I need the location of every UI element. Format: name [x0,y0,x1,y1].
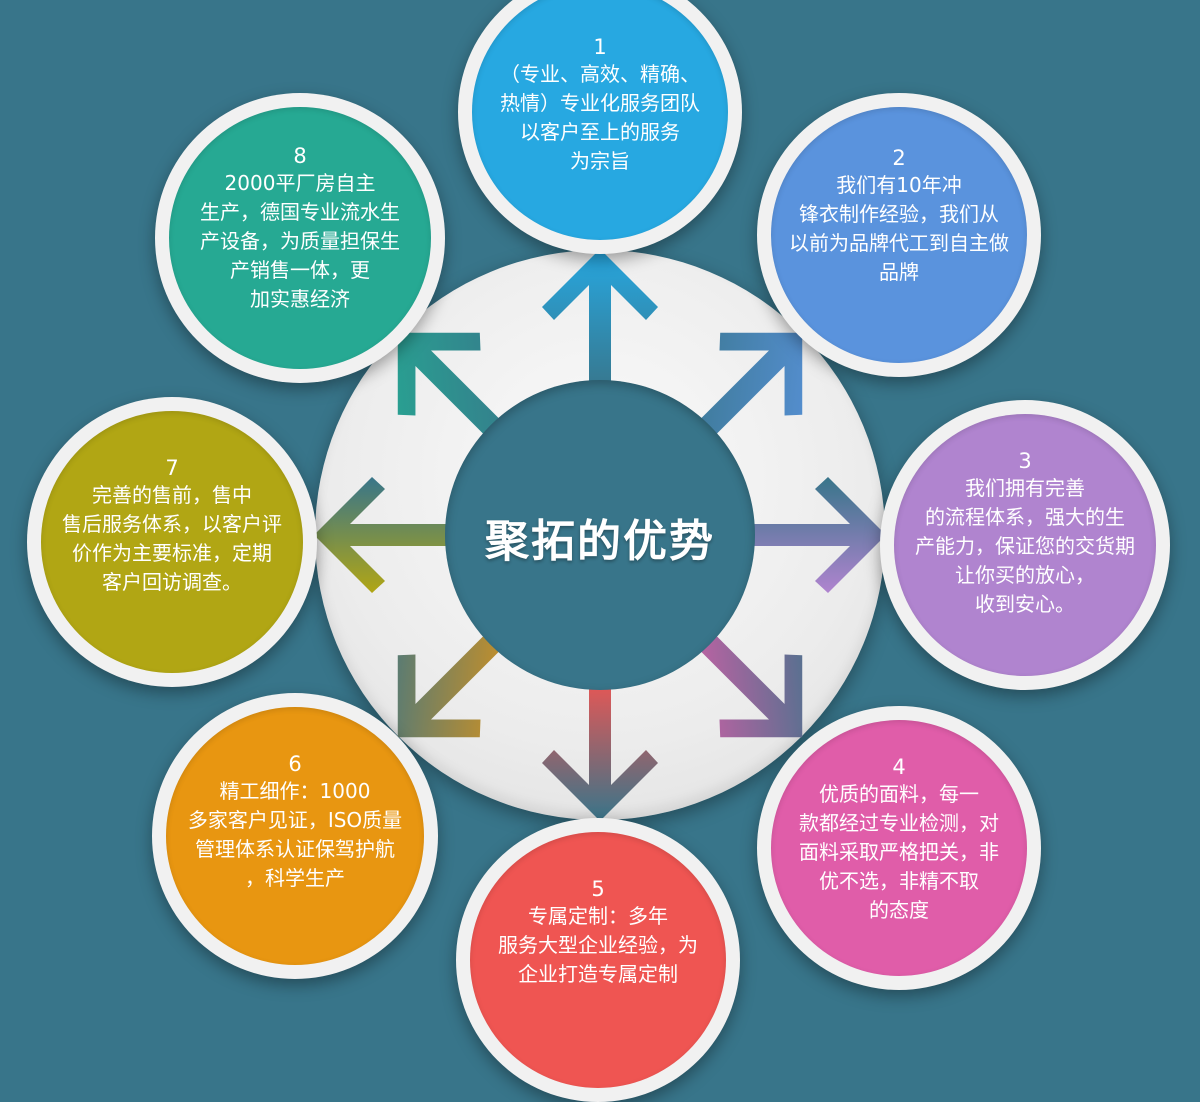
arrow-right-icon [740,477,886,593]
hub-title: 聚拓的优势 [485,516,715,567]
node-4-face: 4 优质的面料，每一 款都经过专业检测，对 面料采取严格把关，非 优不选，非精不… [771,720,1027,976]
node-text: 我们有10年冲 锋衣制作经验，我们从 以前为品牌代工到自主做 品牌 [789,173,1009,284]
advantage-node-7: 7 完善的售前，售中 售后服务体系，以客户评 价作为主要标准，定期 客户回访调查… [27,397,317,687]
arrow-up-icon [542,249,658,395]
advantages-diagram: 聚拓的优势 1 （专业、高效、精确、 热情）专业化服务团队 以客户至上的服务 为… [27,0,1170,1102]
node-2-face: 2 我们有10年冲 锋衣制作经验，我们从 以前为品牌代工到自主做 品牌 [771,107,1027,363]
arrow-left-icon [314,477,460,593]
node-number: 7 [165,456,179,480]
node-number: 5 [591,877,605,901]
arrow-down-icon [542,675,658,821]
arrow-up-left-icon [397,332,509,444]
node-text: （专业、高效、精确、 热情）专业化服务团队 以客户至上的服务 为宗旨 [500,62,700,173]
node-text: 精工细作：1000 多家客户见证，ISO质量 管理体系认证保驾护航 ，科学生产 [187,779,403,890]
node-3-face: 3 我们拥有完善 的流程体系，强大的生 产能力，保证您的交货期 让你买的放心， … [894,414,1156,676]
node-8-face: 8 2000平厂房自主 生产，德国专业流水生 产设备，为质量担保生 产销售一体，… [169,107,431,369]
node-1-face: 1 （专业、高效、精确、 热情）专业化服务团队 以客户至上的服务 为宗旨 [472,0,728,240]
node-6-face: 6 精工细作：1000 多家客户见证，ISO质量 管理体系认证保驾护航 ，科学生… [166,707,424,965]
direction-arrows [314,249,886,821]
node-5-face: 5 专属定制：多年 服务大型企业经验，为 企业打造专属定制 [470,832,726,1088]
node-text: 我们拥有完善 的流程体系，强大的生 产能力，保证您的交货期 让你买的放心， 收到… [915,476,1135,616]
node-text: 优质的面料，每一 款都经过专业检测，对 面料采取严格把关，非 优不选，非精不取 … [799,782,999,922]
advantage-node-8: 8 2000平厂房自主 生产，德国专业流水生 产设备，为质量担保生 产销售一体，… [155,93,445,383]
node-number: 8 [293,144,307,168]
node-text: 完善的售前，售中 售后服务体系，以客户评 价作为主要标准，定期 客户回访调查。 [62,483,282,594]
node-number: 4 [892,755,906,779]
arrow-down-left-icon [397,626,509,738]
advantage-node-2: 2 我们有10年冲 锋衣制作经验，我们从 以前为品牌代工到自主做 品牌 [757,93,1041,377]
node-number: 1 [593,35,607,59]
advantage-node-1: 1 （专业、高效、精确、 热情）专业化服务团队 以客户至上的服务 为宗旨 [458,0,742,254]
node-text: 2000平厂房自主 生产，德国专业流水生 产设备，为质量担保生 产销售一体，更 … [200,171,400,311]
node-7-face: 7 完善的售前，售中 售后服务体系，以客户评 价作为主要标准，定期 客户回访调查… [41,411,303,673]
node-number: 6 [288,752,302,776]
node-number: 3 [1018,449,1032,473]
advantage-node-5: 5 专属定制：多年 服务大型企业经验，为 企业打造专属定制 [456,818,740,1102]
arrow-up-right-icon [691,332,803,444]
advantage-node-4: 4 优质的面料，每一 款都经过专业检测，对 面料采取严格把关，非 优不选，非精不… [757,706,1041,990]
advantage-node-3: 3 我们拥有完善 的流程体系，强大的生 产能力，保证您的交货期 让你买的放心， … [880,400,1170,690]
node-number: 2 [892,146,906,170]
node-text: 专属定制：多年 服务大型企业经验，为 企业打造专属定制 [498,904,698,986]
advantage-node-6: 6 精工细作：1000 多家客户见证，ISO质量 管理体系认证保驾护航 ，科学生… [152,693,438,979]
arrow-down-right-icon [691,626,803,738]
hub-core [445,380,755,690]
